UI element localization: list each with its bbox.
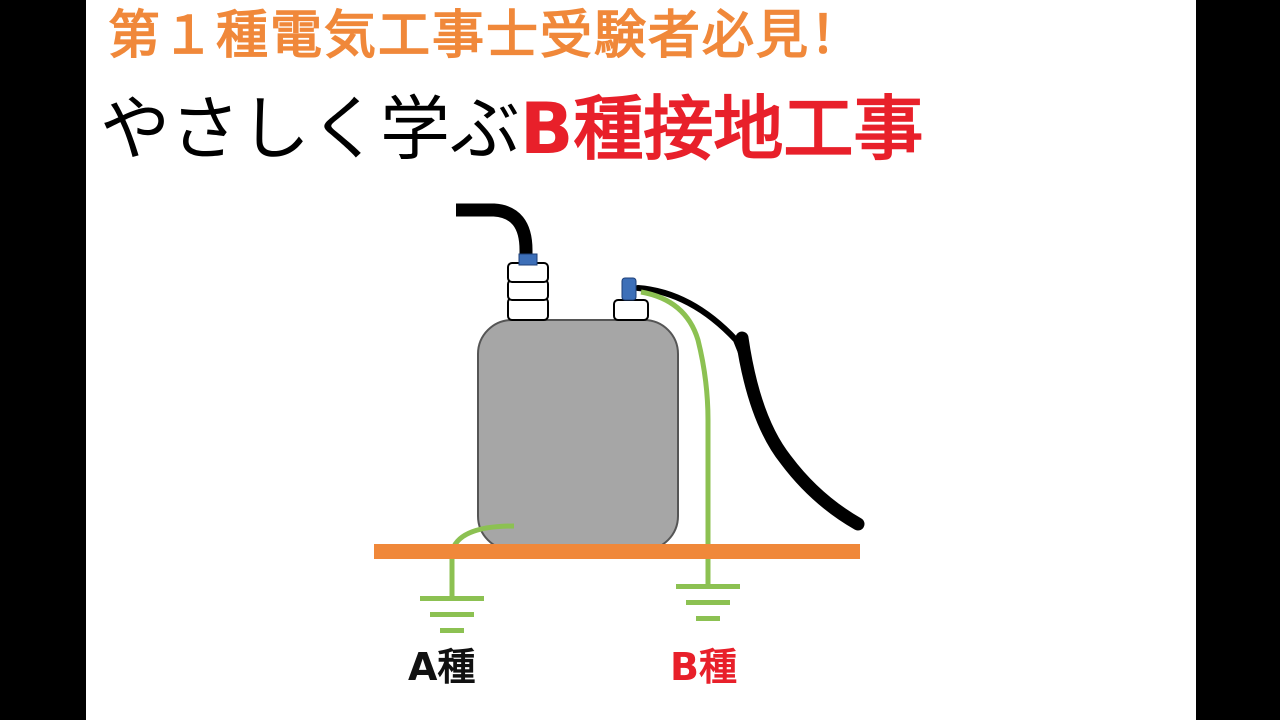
secondary-bushing xyxy=(613,277,649,321)
b-ground-wire xyxy=(640,289,711,586)
earth-ground-icon-b xyxy=(676,584,740,621)
label-b-type-ground: B種 xyxy=(670,645,737,689)
thumbnail-canvas: 第１種電気工事士受験者必見！ やさしく学ぶB種接地工事 xyxy=(86,0,1196,720)
title-accent: B種接地工事 xyxy=(520,88,924,170)
exam-subtitle: 第１種電気工事士受験者必見！ xyxy=(108,6,865,66)
primary-cable xyxy=(456,203,533,258)
title-lead: やさしく学ぶ xyxy=(100,88,520,170)
earth-ground-icon-a xyxy=(420,596,484,633)
grounding-diagram xyxy=(374,203,865,633)
mounting-bar xyxy=(374,544,860,559)
label-a-type-ground: A種 xyxy=(408,645,476,689)
main-title: やさしく学ぶB種接地工事 xyxy=(100,94,923,164)
secondary-cable-sheath xyxy=(735,331,865,531)
transformer-body xyxy=(477,319,679,551)
primary-bushing xyxy=(507,253,549,321)
